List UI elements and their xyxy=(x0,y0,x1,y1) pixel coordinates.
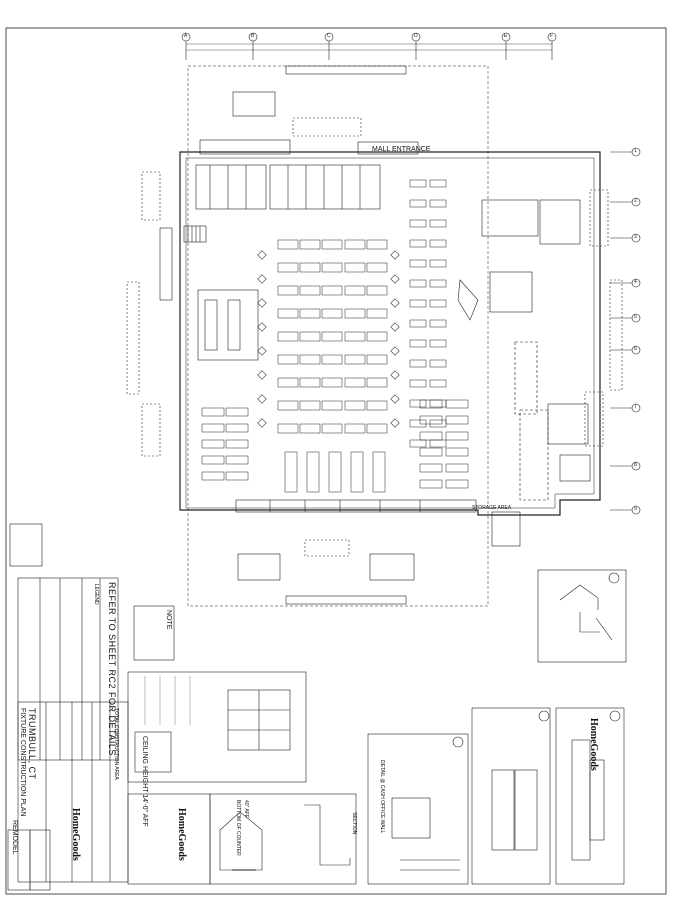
plan-title: FIXTURE CONSTRUCTION PLAN xyxy=(19,708,26,817)
grid-row-8: 8 xyxy=(634,462,637,468)
section-label: SECTION xyxy=(351,812,357,835)
section-marker-icon xyxy=(538,710,550,722)
storage-label: STORAGE AREA xyxy=(472,505,512,511)
grid-row-7: 7 xyxy=(634,404,637,410)
grid-row-1: 1 xyxy=(634,148,637,154)
grid-col-d: D xyxy=(414,33,418,39)
note-heading: NOTE xyxy=(165,610,172,630)
grid-row-3: 3 xyxy=(634,234,637,240)
brand-logo-detail: HomeGoods xyxy=(176,808,187,861)
grid-row-4: 4 xyxy=(634,279,637,285)
legend-title: LEGEND xyxy=(93,584,99,605)
grid-col-a: A xyxy=(184,33,188,39)
ceiling-note: CEILING HEIGHT 14'-0" AFF xyxy=(141,736,148,827)
grid-col-f: F xyxy=(550,33,554,39)
grid-row-9: 9 xyxy=(634,506,637,512)
detail-label: DETAIL @ CASH OFFICE WALL xyxy=(379,760,385,834)
plan-subtitle: REMODEL xyxy=(11,820,18,855)
entrance-label: MALL ENTRANCE xyxy=(372,146,431,153)
total-area: TOTAL CONSTRUCTION AREA xyxy=(113,708,119,780)
grid-col-b: B xyxy=(251,33,255,39)
bottom-of-counter: BOTTOM OF COUNTER xyxy=(235,800,241,856)
brand-logo: HomeGoods xyxy=(70,808,81,861)
grid-row-5: 5 xyxy=(634,314,637,320)
brand-logo-sign: HomeGoods xyxy=(588,718,599,771)
title-strip: TRUMBULL, CT xyxy=(27,708,37,780)
grid-col-e: E xyxy=(504,33,508,39)
grid-row-2: 2 xyxy=(634,198,637,204)
aff-label: 40" AFF xyxy=(243,800,249,818)
grid-col-c: C xyxy=(327,33,331,39)
grid-row-6: 6 xyxy=(634,346,637,352)
